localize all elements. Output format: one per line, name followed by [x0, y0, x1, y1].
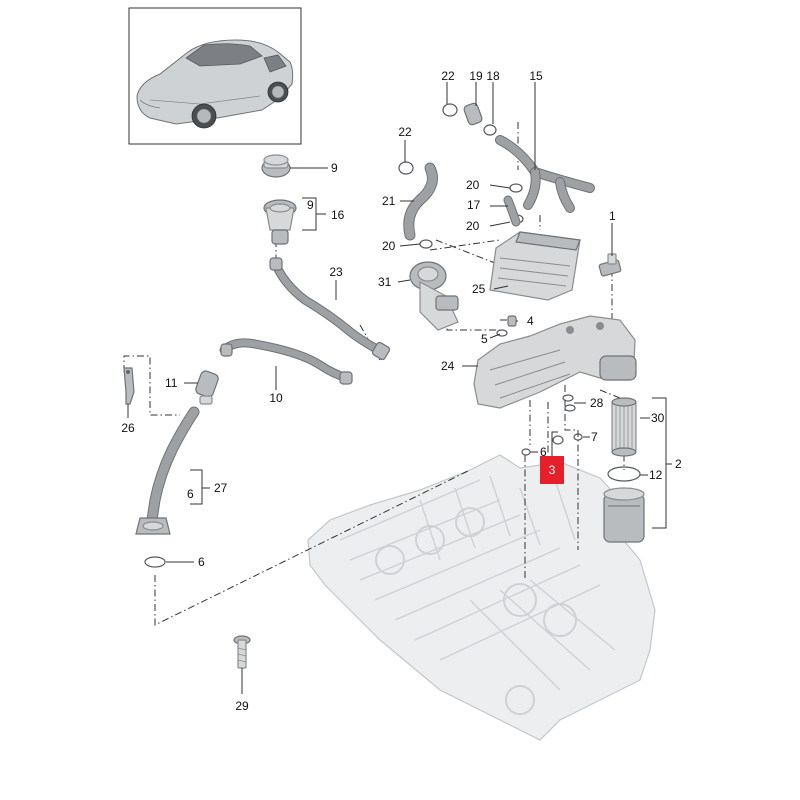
- vehicle-image: [136, 39, 294, 129]
- clamp-22-top: [442, 103, 458, 117]
- callouts: 22 19 18 15 22 9 9 16 21 20 17 20 20 1 2…: [121, 69, 682, 713]
- hose-21: [403, 162, 438, 241]
- callout-30[interactable]: 30: [651, 411, 665, 425]
- hose-19: [463, 102, 483, 126]
- seal-6-lower: [144, 556, 166, 568]
- seal-12: [607, 466, 641, 482]
- callout-9-cap[interactable]: 9: [331, 161, 338, 175]
- filter-housing-24: [473, 315, 637, 409]
- callout-2[interactable]: 2: [675, 457, 682, 471]
- oil-filter-element-30: [611, 397, 637, 457]
- highlight-marker[interactable]: [540, 456, 564, 484]
- callout-24[interactable]: 24: [441, 359, 455, 373]
- sensor-1: [598, 253, 622, 277]
- callout-20-b[interactable]: 20: [466, 219, 480, 233]
- callout-29[interactable]: 29: [235, 699, 249, 713]
- connector-11: [195, 370, 219, 405]
- clamp-20-c: [419, 239, 433, 249]
- bracket-2: [652, 397, 672, 529]
- clamp-22-mid: [398, 161, 414, 175]
- bolt-4: [507, 315, 517, 327]
- callout-6-pipe[interactable]: 6: [187, 487, 194, 501]
- clamp-20-a: [509, 183, 523, 193]
- seal-7: [573, 433, 583, 441]
- callout-6-lower[interactable]: 6: [198, 555, 205, 569]
- callout-26[interactable]: 26: [121, 421, 135, 435]
- callout-20-a[interactable]: 20: [466, 178, 480, 192]
- bracket-9-16: [302, 197, 326, 231]
- callout-31[interactable]: 31: [378, 275, 392, 289]
- callout-11[interactable]: 11: [165, 376, 178, 390]
- oil-filler-cap: [261, 154, 291, 178]
- callout-28[interactable]: 28: [590, 396, 604, 410]
- seal-28: [562, 394, 576, 412]
- callout-17[interactable]: 17: [467, 198, 481, 212]
- callout-12[interactable]: 12: [649, 468, 663, 482]
- vent-pipe-10: [219, 338, 353, 385]
- part-3-highlight[interactable]: 3: [540, 456, 564, 484]
- callout-15[interactable]: 15: [529, 69, 543, 83]
- vent-pipe-23: [269, 257, 391, 361]
- vehicle-thumbnail: [128, 7, 302, 145]
- bracket-26: [123, 367, 135, 405]
- callout-19[interactable]: 19: [469, 69, 483, 83]
- seal-5: [496, 329, 508, 337]
- callout-25[interactable]: 25: [472, 282, 486, 296]
- oil-filler-neck: [263, 199, 297, 245]
- callout-9-neck[interactable]: 9: [307, 198, 314, 212]
- clamp-18: [483, 124, 497, 136]
- callout-16[interactable]: 16: [331, 208, 345, 222]
- pipe-27: [135, 406, 200, 535]
- callout-27[interactable]: 27: [214, 481, 228, 495]
- callout-3[interactable]: 3: [549, 463, 556, 477]
- callout-4[interactable]: 4: [527, 314, 534, 328]
- callout-18[interactable]: 18: [486, 69, 500, 83]
- hose-17: [503, 195, 521, 227]
- filter-cover: [603, 487, 645, 543]
- callout-1[interactable]: 1: [609, 209, 616, 223]
- heat-exchanger-25: [489, 231, 581, 301]
- engine-block: [307, 454, 656, 741]
- oil-separator-31: [409, 261, 459, 331]
- callout-5[interactable]: 5: [481, 332, 488, 346]
- callout-22-mid[interactable]: 22: [398, 125, 412, 139]
- callout-20-c[interactable]: 20: [382, 239, 396, 253]
- callout-23[interactable]: 23: [329, 265, 343, 279]
- callout-6-center[interactable]: 6: [540, 445, 547, 459]
- callout-22[interactable]: 22: [441, 69, 455, 83]
- callout-10[interactable]: 10: [269, 391, 283, 405]
- bracket-27: [190, 469, 210, 505]
- callout-21[interactable]: 21: [382, 194, 396, 208]
- callout-7[interactable]: 7: [591, 430, 598, 444]
- leader-lines: [127, 82, 650, 694]
- bolt-29: [233, 635, 251, 669]
- hose-15: [495, 135, 595, 213]
